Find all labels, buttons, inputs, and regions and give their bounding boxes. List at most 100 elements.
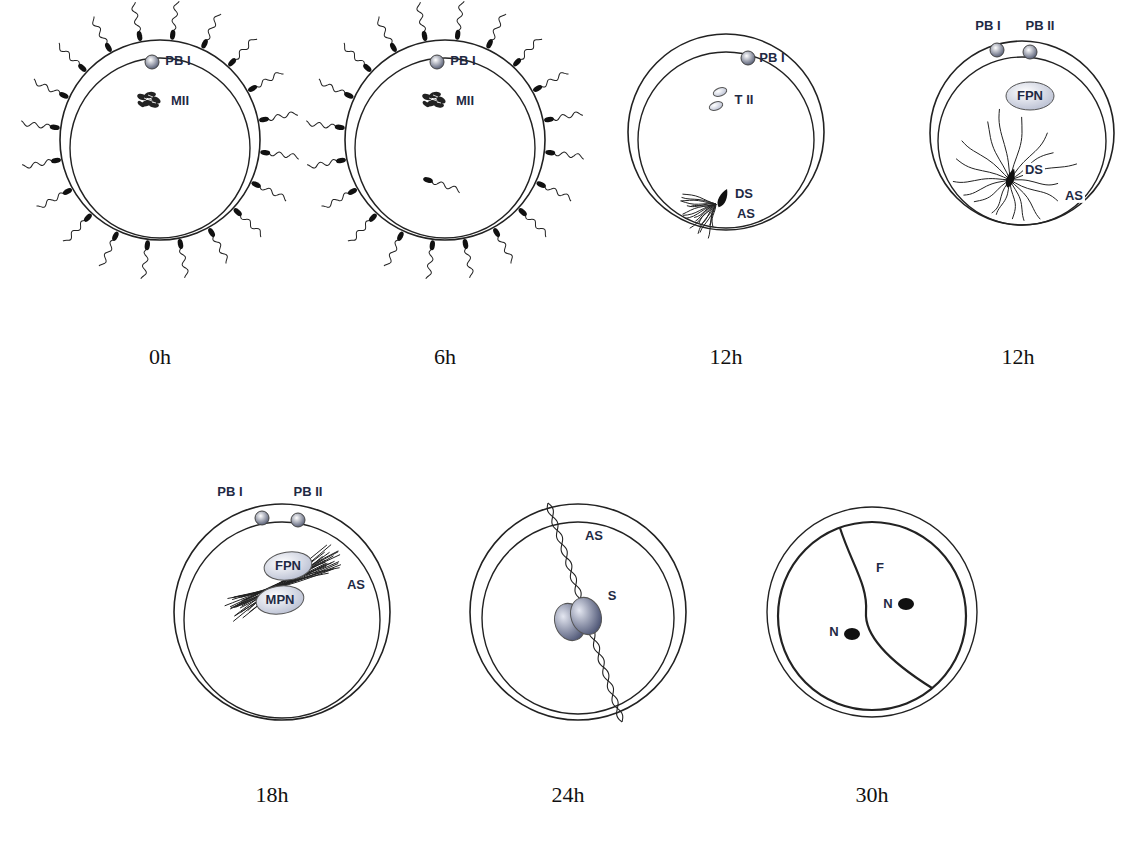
structure-label: DS <box>1023 163 1045 177</box>
oolemma <box>70 58 250 238</box>
structure-label: PB I <box>975 19 1000 33</box>
sperm <box>227 36 257 68</box>
structure-label: F <box>876 561 884 575</box>
telophase-chromatin <box>708 100 724 112</box>
sperm <box>22 157 61 170</box>
structure-label: MPN <box>266 593 295 607</box>
sperm <box>259 110 298 123</box>
structure-label: AS <box>345 578 367 592</box>
structure-label: N <box>829 625 838 639</box>
sperm <box>512 36 542 68</box>
sperm <box>517 207 549 237</box>
metaphase-chromosomes <box>421 91 447 108</box>
sperm <box>99 231 120 269</box>
structure-label: T II <box>735 93 754 107</box>
zygote-24h <box>470 503 686 722</box>
oolemma <box>355 58 535 238</box>
nucleus <box>898 598 914 610</box>
sperm <box>545 150 584 160</box>
structure-label: AS <box>737 207 755 221</box>
zygote-12h-telophase <box>628 34 824 238</box>
female-pronucleus <box>1006 82 1054 110</box>
cleavage-furrow <box>840 528 932 688</box>
metaphase-chromosomes <box>136 91 162 108</box>
structure-label: PB I <box>165 54 190 68</box>
oolemma <box>184 522 380 718</box>
structure-label: PB I <box>450 54 475 68</box>
zona-pellucida <box>174 504 390 720</box>
female-pronucleus <box>262 549 313 583</box>
structure-label: AS <box>583 529 605 543</box>
sperm <box>422 176 461 193</box>
sperm <box>317 79 355 100</box>
oolemma <box>938 57 1106 225</box>
spindle-strand <box>548 503 622 722</box>
structure-label: FPN <box>1017 89 1043 103</box>
structure-label: PB I <box>759 51 784 65</box>
structure-label: AS <box>1063 189 1085 203</box>
sperm <box>63 212 93 244</box>
polar-body <box>255 511 269 525</box>
sperm <box>177 239 190 278</box>
decondensing-sperm <box>1004 167 1018 188</box>
polar-body <box>430 55 444 69</box>
structure-label: MII <box>456 94 474 108</box>
sperm <box>251 180 289 201</box>
structure-label: MII <box>171 94 189 108</box>
sperm <box>232 207 264 237</box>
sperm <box>21 121 60 131</box>
sperm <box>492 227 516 264</box>
polar-body <box>990 43 1004 57</box>
polar-body <box>291 513 305 527</box>
sperm <box>130 2 143 41</box>
sperm <box>462 239 475 278</box>
sperm <box>32 79 70 100</box>
time-label: 12h <box>1002 345 1035 369</box>
time-label: 0h <box>149 345 171 369</box>
oolemma <box>482 522 674 714</box>
sperm <box>532 70 569 94</box>
sperm <box>207 227 231 264</box>
sperm <box>321 187 358 211</box>
polar-body <box>1023 45 1037 59</box>
male-pronucleus <box>254 583 305 617</box>
structure-label: N <box>883 597 892 611</box>
sperm <box>341 43 373 73</box>
sperm <box>426 240 436 279</box>
sperm <box>415 2 428 41</box>
sperm <box>375 16 399 53</box>
blastomere-outline <box>778 522 966 710</box>
aster <box>225 545 341 622</box>
aster <box>680 194 716 238</box>
zona-pellucida <box>767 507 977 717</box>
two-cell-30h <box>767 507 977 717</box>
sperm <box>170 1 180 40</box>
sperm <box>307 157 346 170</box>
zona-pellucida <box>470 504 686 720</box>
sperm <box>306 121 345 131</box>
zona-pellucida <box>628 34 824 230</box>
zygote-18h <box>174 504 390 720</box>
time-label: 30h <box>856 783 889 807</box>
sperm <box>455 1 465 40</box>
sperm <box>247 70 284 94</box>
sperm <box>544 110 583 123</box>
sperm <box>90 16 114 53</box>
decondensing-sperm <box>715 188 730 209</box>
polar-body <box>741 51 755 65</box>
sperm <box>485 12 506 50</box>
oocyte-6h <box>306 1 585 280</box>
syngamy-nucleus <box>565 593 606 639</box>
zygote-12h-pronucleus <box>930 41 1114 225</box>
structure-label: PB II <box>294 485 323 499</box>
oolemma <box>638 52 814 228</box>
zona-pellucida <box>345 40 545 240</box>
oocyte-0h <box>21 1 300 280</box>
spindle-strand <box>547 503 623 722</box>
sperm <box>536 180 574 201</box>
zona-pellucida <box>930 41 1114 225</box>
time-label: 18h <box>256 783 289 807</box>
sperm <box>260 150 299 160</box>
